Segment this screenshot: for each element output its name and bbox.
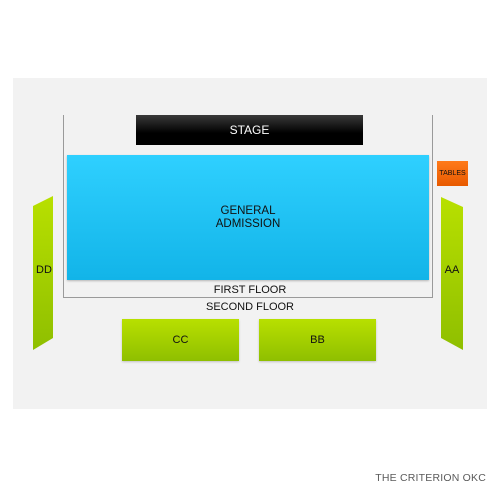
venue-name: THE CRITERION OKC bbox=[375, 472, 486, 484]
section-general-admission[interactable]: GENERAL ADMISSION bbox=[67, 155, 429, 280]
stage-label: STAGE bbox=[229, 123, 270, 137]
first-floor-outline bbox=[63, 115, 433, 298]
section-bb[interactable]: BB bbox=[259, 319, 376, 361]
section-cc[interactable]: CC bbox=[122, 319, 239, 361]
first-floor-label: FIRST FLOOR bbox=[213, 284, 287, 296]
section-aa-label: AA bbox=[444, 264, 460, 276]
second-floor-label: SECOND FLOOR bbox=[205, 301, 294, 313]
section-cc-label: CC bbox=[172, 334, 189, 346]
section-bb-label: BB bbox=[310, 334, 325, 346]
general-admission-label-line2: ADMISSION bbox=[215, 217, 281, 230]
section-aa[interactable] bbox=[441, 197, 463, 350]
section-tables[interactable]: TABLES bbox=[437, 161, 468, 186]
section-dd-label: DD bbox=[36, 264, 52, 276]
general-admission-label-line1: GENERAL bbox=[220, 204, 276, 217]
stage: STAGE bbox=[136, 115, 363, 145]
section-dd[interactable] bbox=[33, 196, 53, 350]
tables-label: TABLES bbox=[439, 170, 466, 177]
